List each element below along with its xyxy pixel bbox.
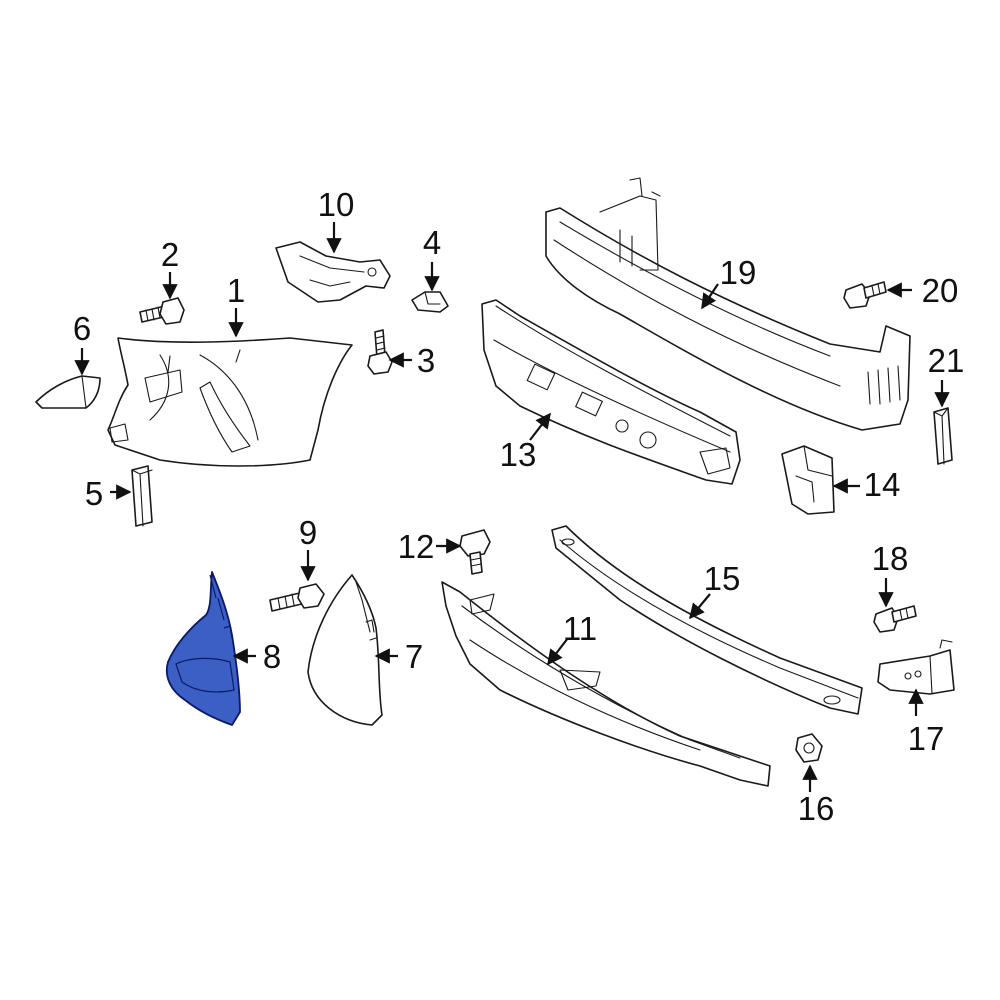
- part-2-screw: [139, 297, 185, 325]
- part-8-splash-shield-highlighted: [165, 571, 241, 726]
- part-12-bolt: [459, 529, 491, 575]
- callout-9: 9: [299, 514, 317, 551]
- callout-2: 2: [161, 236, 179, 273]
- part-15-reinforcement-bar: [551, 525, 863, 715]
- part-6-cover-cap: [35, 375, 101, 409]
- leader-lines: [74, 222, 950, 792]
- leader-13: [529, 412, 551, 441]
- callout-11: 11: [563, 610, 597, 647]
- callout-1: 1: [227, 272, 245, 309]
- callout-10: 10: [318, 186, 355, 223]
- part-14-bracket: [781, 445, 835, 515]
- callout-20: 20: [922, 272, 959, 309]
- part-21-pad: [933, 407, 953, 465]
- part-4-clip: [411, 291, 449, 313]
- callout-12: 12: [398, 528, 435, 565]
- callout-6: 6: [73, 310, 91, 347]
- part-11-energy-absorber: [441, 581, 771, 787]
- part-16-nut: [795, 733, 823, 763]
- part-7-splash-shield: [307, 574, 383, 726]
- callout-5: 5: [85, 475, 103, 512]
- part-13-reinforcement: [481, 299, 741, 485]
- callout-21: 21: [928, 342, 965, 379]
- part-19-bumper-reinforcement: [545, 177, 911, 431]
- callout-labels: 1 2 3 4 5 6 7 8 9 10 11 12 13 14 15 16 1…: [73, 186, 965, 827]
- callout-15: 15: [704, 560, 741, 597]
- part-3-bolt: [367, 329, 393, 375]
- callout-13: 13: [500, 436, 537, 473]
- callout-16: 16: [798, 790, 835, 827]
- part-5-pad: [131, 465, 153, 527]
- callout-19: 19: [720, 254, 757, 291]
- part-17-bracket: [877, 639, 955, 695]
- callout-14: 14: [864, 466, 901, 503]
- callout-18: 18: [872, 540, 909, 577]
- part-9-bolt: [269, 583, 325, 612]
- callout-8: 8: [263, 638, 281, 675]
- leader-15: [689, 593, 711, 620]
- part-10-bracket: [275, 241, 391, 303]
- callout-4: 4: [423, 224, 441, 261]
- callout-3: 3: [417, 342, 435, 379]
- part-1-bumper-side-support: [107, 337, 353, 467]
- leader-11: [547, 637, 569, 666]
- callout-17: 17: [908, 720, 945, 757]
- leader-19: [701, 283, 719, 310]
- part-18-bolt: [873, 605, 917, 633]
- part-8-fill: [165, 571, 241, 726]
- part-20-bolt: [843, 281, 887, 309]
- callout-7: 7: [405, 638, 423, 675]
